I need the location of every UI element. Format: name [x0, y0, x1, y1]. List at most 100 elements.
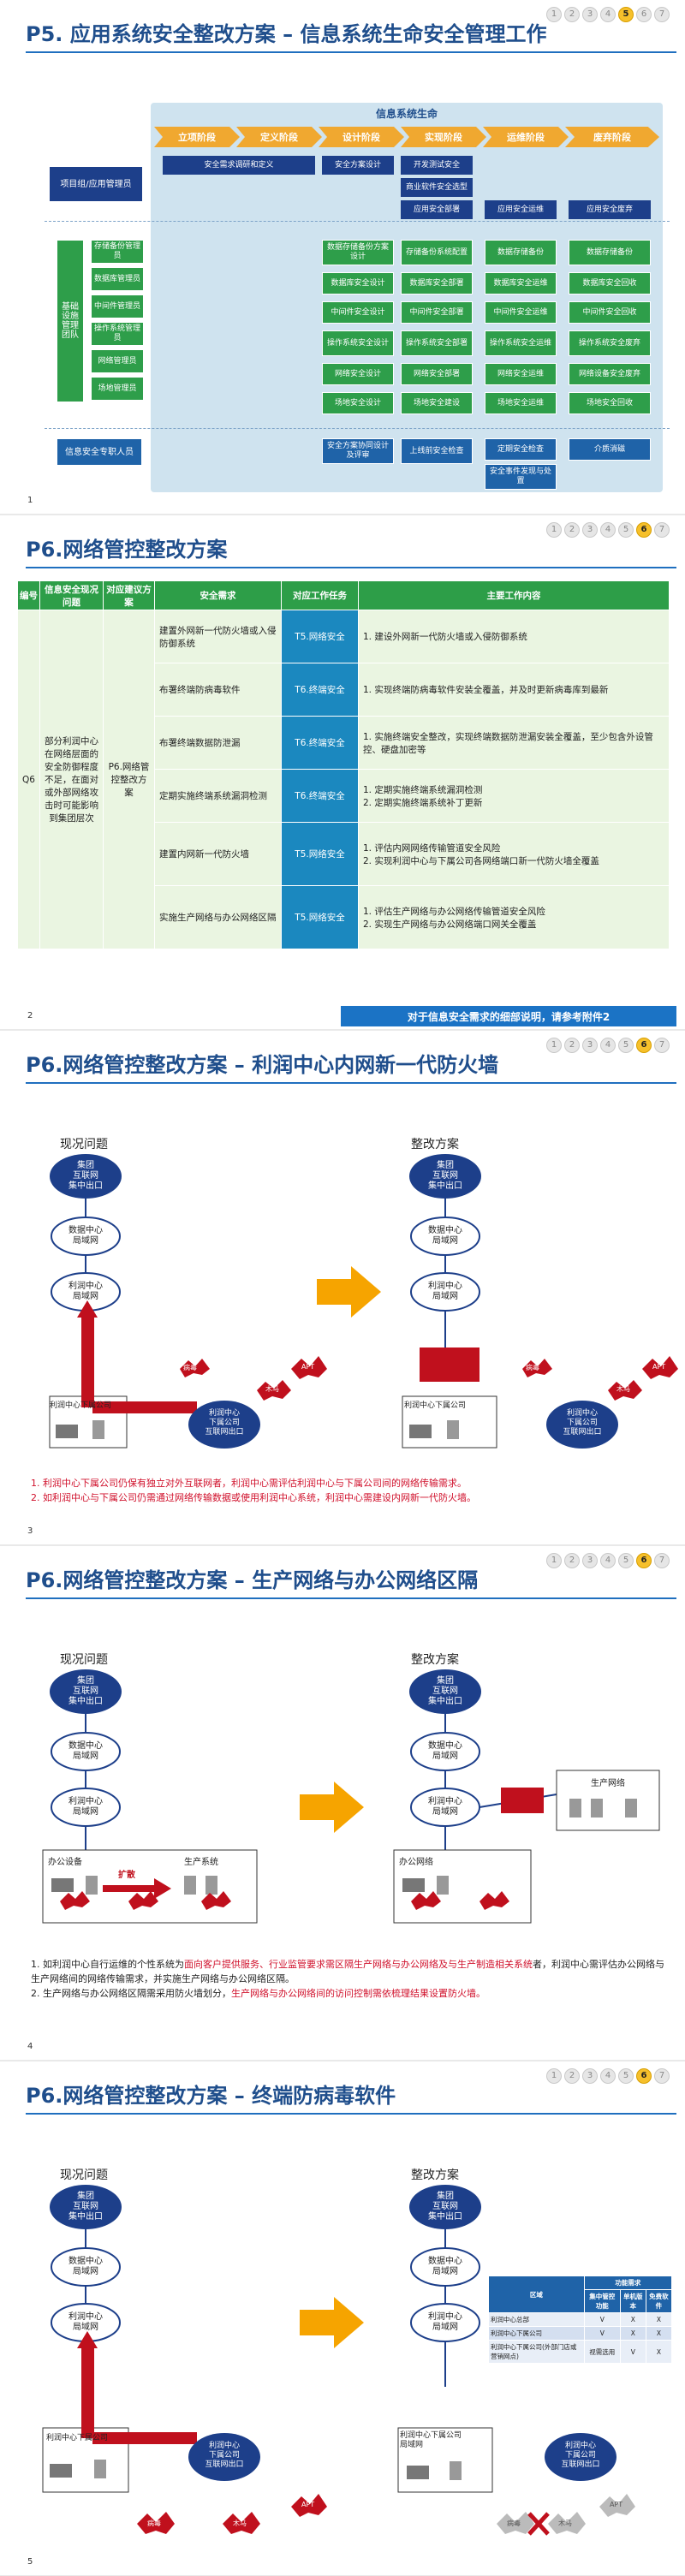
- page-navigator[interactable]: 1 2 3 4 5 6 7: [546, 7, 670, 22]
- cloud-sub-label: 利润中心 下属公司 互联网出口: [205, 2442, 244, 2469]
- page-navigator[interactable]: 1 2 3 4 5 6 7: [546, 2068, 670, 2084]
- plan-cell: P6.网络管控整改方案: [103, 610, 155, 949]
- page-dot[interactable]: 5: [618, 1038, 634, 1053]
- cloud-dc-label: 数据中心 局域网: [68, 2257, 103, 2276]
- lifecycle-header: 信息系统生命: [375, 108, 438, 120]
- page-navigator[interactable]: 1 2 3 4 5 6 7: [546, 1553, 670, 1568]
- apt-burst: [642, 1356, 678, 1379]
- page-dot-current[interactable]: 6: [636, 522, 652, 538]
- page-dot[interactable]: 4: [600, 1038, 616, 1053]
- page-dot[interactable]: 7: [654, 1038, 670, 1053]
- spread-arrow: [103, 1878, 171, 1899]
- page-dot[interactable]: 6: [636, 7, 652, 22]
- cloud-group-internet: [50, 1154, 122, 1199]
- note-list: 1. 如利润中心自行运维的个性系统为面向客户提供服务、行业监管要求需区隔生产网络…: [31, 1957, 664, 2001]
- page-dot[interactable]: 5: [618, 522, 634, 538]
- design-item: 操作系统安全设计: [322, 330, 394, 356]
- design-item: 数据库安全设计: [322, 272, 394, 294]
- laptop-icon: [50, 2464, 72, 2478]
- page-dot[interactable]: 7: [654, 522, 670, 538]
- slide-4: P6.网络管控整改方案 – 生产网络与办公网络区隔 1 2 3 4 5 6 7 …: [0, 1546, 685, 2060]
- network-diagram: [42, 1669, 660, 1924]
- cloud-pc-label: 利润中心 局域网: [428, 2312, 462, 2332]
- slide-5: P6.网络管控整改方案 – 终端防病毒软件 1 2 3 4 5 6 7 现况问题…: [0, 2061, 685, 2575]
- role-infra-item: 场地管理员: [91, 377, 144, 401]
- virus-label: 病毒: [147, 2519, 161, 2527]
- issue-cell: 部分利润中心在网络层面的安全防御程度不足，在面对或外部网络攻击时可能影响到集团层…: [39, 610, 104, 949]
- task-cell: T6.终端安全: [281, 769, 359, 823]
- slide-1: P5. 应用系统安全整改方案 – 信息系统生命安全管理工作 1 2 3 4 5 …: [0, 0, 685, 514]
- cloud-dc-label: 数据中心 局域网: [68, 1741, 103, 1761]
- table-cell: 利润中心下属公司: [488, 2326, 585, 2341]
- cloud-datacenter: [410, 2247, 480, 2287]
- table-header: 单机版本: [619, 2289, 646, 2313]
- cloud-sub-label: 利润中心 下属公司 互联网出口: [563, 1409, 602, 1437]
- ops-item: 场地安全运维: [485, 392, 557, 414]
- page-dot[interactable]: 4: [600, 2068, 616, 2084]
- page-dot[interactable]: 1: [546, 1553, 562, 1568]
- page-dot[interactable]: 5: [618, 1553, 634, 1568]
- page-dot[interactable]: 2: [564, 2068, 580, 2084]
- cloud-group-label: 集团 互联网 集中出口: [428, 1676, 462, 1706]
- security-disposal-box: 介质消磁: [569, 438, 651, 461]
- content-cell: 1. 评估内网网络传输管道安全风险 2. 实现利润中心与下属公司各网络端口新一代…: [358, 822, 670, 886]
- table-header: 信息安全现况问题: [39, 580, 104, 610]
- solution-label: 整改方案: [411, 1653, 459, 1667]
- page-dot[interactable]: 1: [546, 2068, 562, 2084]
- disposal-item: 数据库安全回收: [569, 272, 651, 294]
- cloud-pc-label: 利润中心 局域网: [68, 1282, 103, 1301]
- page-dot[interactable]: 4: [600, 1553, 616, 1568]
- page-dot[interactable]: 3: [582, 2068, 598, 2084]
- laptop-icon: [51, 1878, 74, 1892]
- page-dot[interactable]: 1: [546, 522, 562, 538]
- req-definition-box: 安全需求调研和定义: [163, 156, 315, 175]
- page-number: 3: [27, 1526, 33, 1536]
- page-dot-current[interactable]: 6: [636, 2068, 652, 2084]
- page-dot[interactable]: 1: [546, 1038, 562, 1053]
- impl-item: 数据库安全部署: [401, 272, 473, 294]
- trojan-burst: [223, 2512, 260, 2534]
- page-dot[interactable]: 7: [654, 1553, 670, 1568]
- note-1-start: 1. 如利润中心自行运维的个性系统为: [31, 1959, 184, 1970]
- cloud-group-internet: [50, 1669, 122, 1714]
- requirements-table: 编号 信息安全现况问题 对应建议方案 安全需求 对应工作任务 主要工作内容 Q6…: [17, 580, 670, 949]
- ops-item: 数据存储备份: [485, 240, 557, 265]
- page-dot[interactable]: 3: [582, 7, 598, 22]
- page-navigator[interactable]: 1 2 3 4 5 6 7: [546, 1038, 670, 1053]
- disposal-item: 网络设备安全废弃: [569, 363, 651, 385]
- page-dot[interactable]: 2: [564, 1553, 580, 1568]
- ops-item: 网络安全运维: [485, 363, 557, 385]
- table-cell: V: [583, 2312, 621, 2327]
- cloud-group-label: 集团 互联网 集中出口: [68, 1161, 103, 1191]
- need-cell: 布署终端数据防泄漏: [154, 716, 282, 770]
- page-dot[interactable]: 3: [582, 1038, 598, 1053]
- page-dot[interactable]: 4: [600, 522, 616, 538]
- page-dot[interactable]: 3: [582, 1553, 598, 1568]
- page-dot[interactable]: 7: [654, 2068, 670, 2084]
- content-cell: 1. 定期实施终端系统漏洞检测 2. 定期实施终端系统补丁更新: [358, 769, 670, 823]
- server-icon: [625, 1799, 637, 1817]
- server-icon: [94, 2460, 106, 2478]
- virus-burst: [411, 1891, 441, 1910]
- page-dot[interactable]: 4: [600, 7, 616, 22]
- page-navigator[interactable]: 1 2 3 4 5 6 7: [546, 522, 670, 538]
- subsidiary-lan-label: 利润中心下属公司 局域网: [400, 2431, 462, 2449]
- page-dot-current[interactable]: 5: [618, 7, 634, 22]
- page-dot[interactable]: 7: [654, 7, 670, 22]
- note-2: 2. 生产网络与办公网络区隔需采用防火墙划分，生产网络与办公网络间的访问控制需依…: [31, 1986, 664, 2001]
- cloud-group-internet: [409, 1669, 481, 1714]
- virus-burst: [60, 1891, 90, 1910]
- transition-arrow: [300, 2297, 364, 2348]
- cloud-group-internet: [50, 2185, 122, 2229]
- page-dot[interactable]: 3: [582, 522, 598, 538]
- page-dot[interactable]: 2: [564, 7, 580, 22]
- slide-2: P6.网络管控整改方案 1 2 3 4 5 6 7 编号 信息安全现况问题 对应…: [0, 515, 685, 1029]
- page-dot-current[interactable]: 6: [636, 1038, 652, 1053]
- page-dot[interactable]: 2: [564, 1038, 580, 1053]
- page-dot-current[interactable]: 6: [636, 1553, 652, 1568]
- page-dot[interactable]: 2: [564, 522, 580, 538]
- page-dot[interactable]: 5: [618, 2068, 634, 2084]
- page-dot[interactable]: 1: [546, 7, 562, 22]
- note-2-start: 2. 生产网络与办公网络区隔需采用防火墙划分，: [31, 1988, 231, 1999]
- threat-arrow: [77, 1300, 98, 1318]
